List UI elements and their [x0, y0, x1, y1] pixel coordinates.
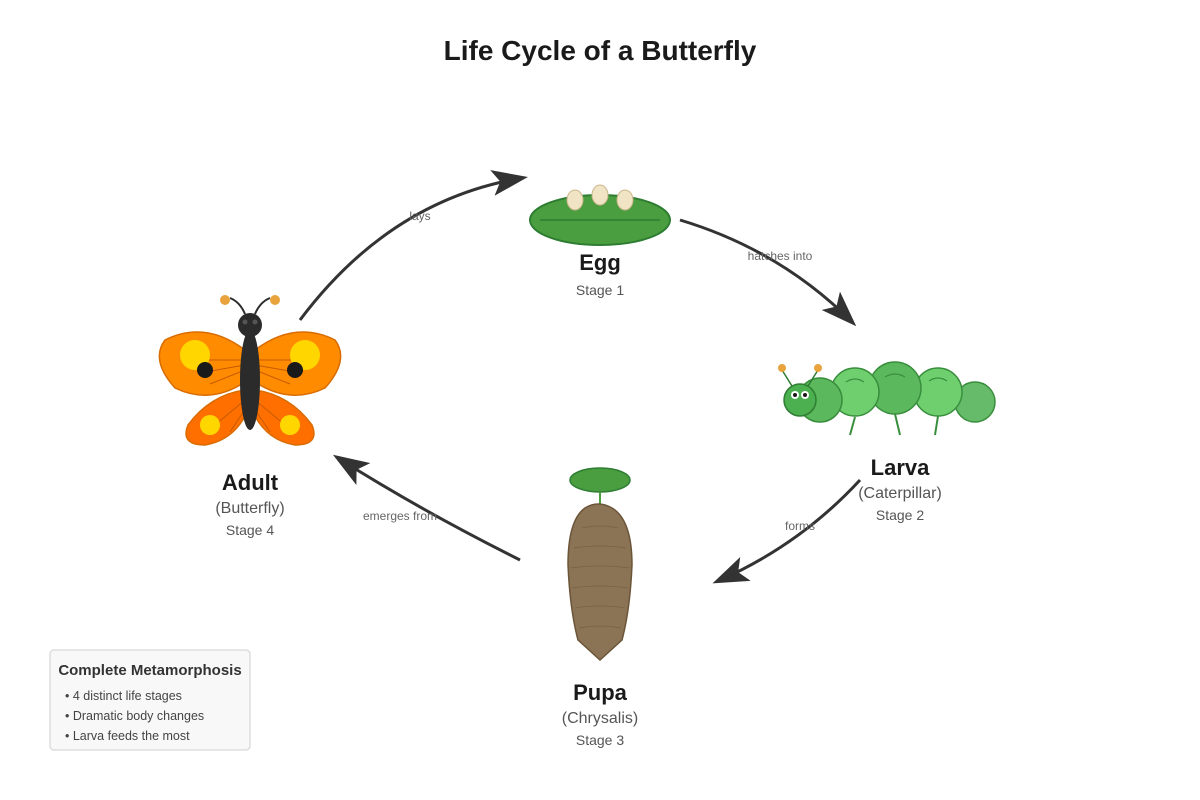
egg-name: Egg: [579, 250, 621, 275]
pupa-stage-number: Stage 3: [576, 732, 624, 748]
arrow-pupa-to-adult: [332, 454, 521, 562]
info-box-item: • Dramatic body changes: [65, 709, 204, 723]
chrysalis-icon: [567, 467, 633, 662]
adult-stage-number: Stage 4: [226, 522, 274, 538]
label-forms: forms: [785, 519, 815, 533]
label-lays: lays: [409, 209, 430, 223]
pupa-name: Pupa: [573, 680, 628, 705]
egg-stage: Egg Stage 1: [529, 184, 671, 298]
info-box: Complete Metamorphosis • 4 distinct life…: [49, 649, 251, 751]
larva-subtitle: (Caterpillar): [858, 485, 942, 502]
adult-name: Adult: [222, 470, 279, 495]
label-hatches-into: hatches into: [748, 249, 813, 263]
label-emerges-from: emerges from: [363, 509, 437, 523]
pupa-subtitle: (Chrysalis): [562, 710, 638, 727]
egg-stage-number: Stage 1: [576, 282, 624, 298]
cycle-arrows: [298, 170, 862, 584]
info-box-item: • 4 distinct life stages: [65, 689, 182, 703]
leaf-with-eggs-icon: [529, 184, 671, 246]
page-title: Life Cycle of a Butterfly: [444, 35, 757, 66]
adult-subtitle: (Butterfly): [215, 500, 284, 517]
caterpillar-icon: [778, 361, 996, 436]
pupa-stage: Pupa (Chrysalis) Stage 3: [562, 467, 638, 748]
larva-stage-number: Stage 2: [876, 507, 924, 523]
arrow-larva-to-pupa: [712, 478, 862, 584]
arrow-egg-to-larva: [679, 218, 857, 327]
info-box-title: Complete Metamorphosis: [58, 662, 241, 679]
adult-stage: Adult (Butterfly) Stage 4: [158, 295, 342, 538]
larva-name: Larva: [871, 455, 930, 480]
info-box-item: • Larva feeds the most: [65, 729, 190, 743]
larva-stage: Larva (Caterpillar) Stage 2: [778, 361, 996, 523]
arrow-adult-to-egg: [298, 170, 528, 321]
butterfly-icon: [158, 295, 342, 446]
